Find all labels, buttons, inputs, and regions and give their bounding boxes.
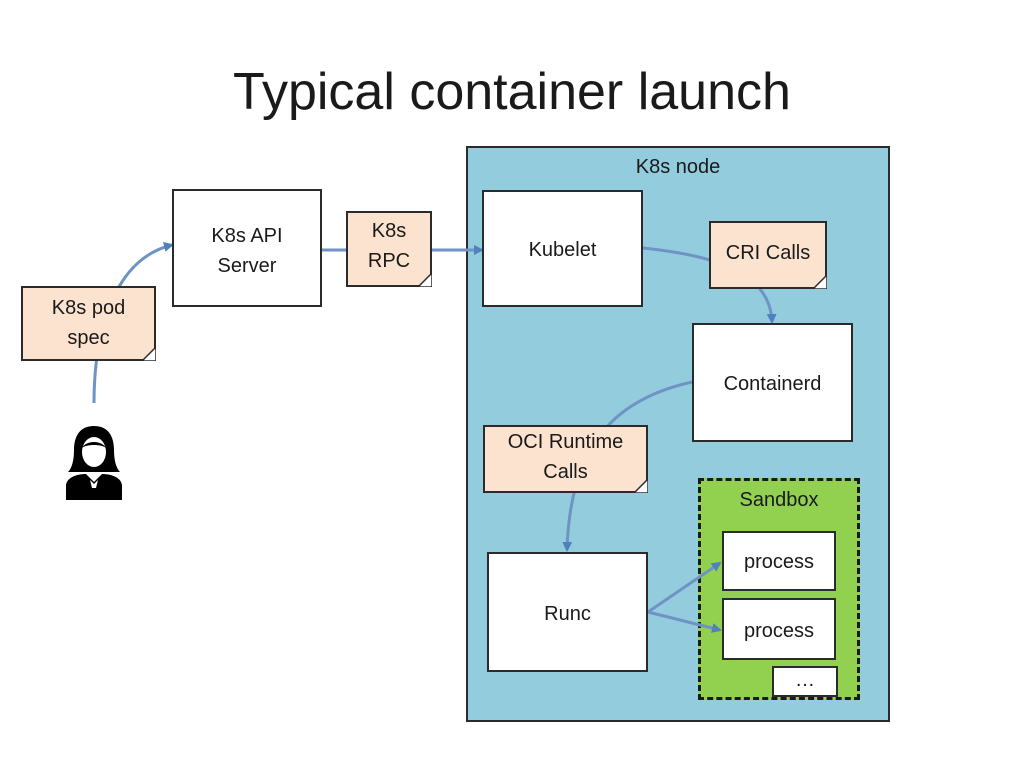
api-server-label-line1: K8s API — [211, 225, 283, 247]
note-fold-icon — [813, 275, 827, 289]
k8s-rpc-note: K8s RPC — [346, 211, 432, 287]
rpc-label-line2: RPC — [367, 250, 411, 272]
kubelet-label: Kubelet — [528, 239, 597, 261]
runc-box: Runc — [487, 552, 648, 672]
pod-spec-label-line2: spec — [67, 327, 110, 349]
cri-calls-label: CRI Calls — [725, 242, 811, 264]
kubelet-box: Kubelet — [482, 190, 643, 307]
user-icon — [66, 426, 122, 500]
more-processes-box: … — [772, 666, 838, 697]
note-fold-icon — [634, 479, 648, 493]
oci-runtime-calls-note: OCI Runtime Calls — [483, 425, 648, 493]
k8s-pod-spec-note: K8s pod spec — [21, 286, 156, 361]
containerd-label: Containerd — [723, 373, 822, 395]
more-processes-label: … — [795, 669, 815, 691]
runc-label: Runc — [544, 603, 591, 625]
k8s-node-label: K8s node — [635, 156, 721, 178]
page-title: Typical container launch — [233, 63, 791, 121]
process-label-1: process — [743, 551, 815, 573]
k8s-api-server-box: K8s API Server — [172, 189, 322, 307]
cri-calls-note: CRI Calls — [709, 221, 827, 289]
process-box-1: process — [722, 531, 836, 591]
api-server-label-line2: Server — [217, 255, 277, 277]
sandbox-label: Sandbox — [739, 489, 819, 511]
rpc-label-line1: K8s — [371, 220, 407, 242]
oci-label-line1: OCI Runtime — [507, 431, 624, 453]
process-box-2: process — [722, 598, 836, 660]
oci-label-line2: Calls — [543, 461, 588, 483]
arrow-runc-to-process2 — [647, 610, 722, 633]
note-fold-icon — [142, 347, 156, 361]
process-label-2: process — [743, 620, 815, 642]
pod-spec-label-line1: K8s pod — [51, 297, 126, 319]
note-fold-icon — [418, 273, 432, 287]
containerd-box: Containerd — [692, 323, 853, 442]
arrow-runc-to-process1 — [647, 561, 722, 614]
